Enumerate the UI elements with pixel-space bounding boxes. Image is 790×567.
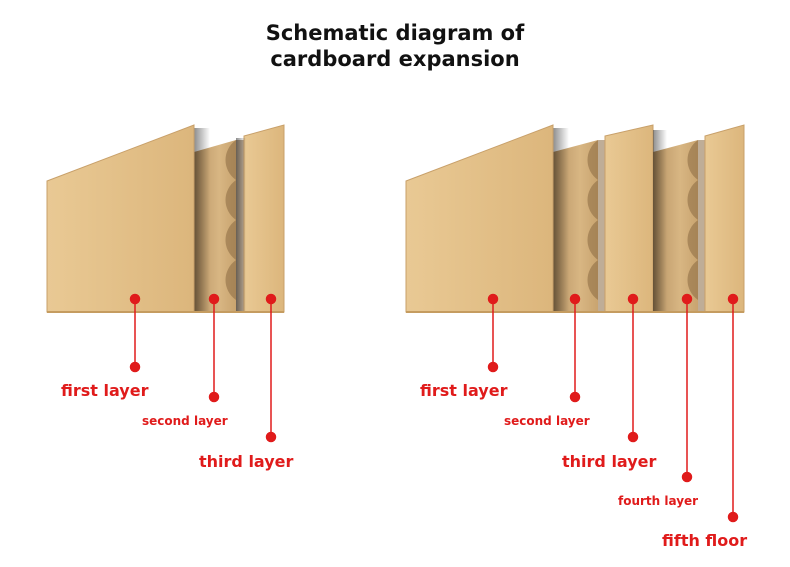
left-leader-lines xyxy=(129,293,277,443)
right-third-layer-board xyxy=(604,124,654,313)
right-fifth-layer-board xyxy=(704,124,745,313)
title-line-1: Schematic diagram of xyxy=(265,21,525,45)
right-label-second-layer: second layer xyxy=(504,414,590,428)
left-cardboard-diagram xyxy=(46,124,285,443)
left-label-second-layer: second layer xyxy=(142,414,228,428)
left-label-third-layer: third layer xyxy=(199,452,294,471)
right-layer-shadow-1 xyxy=(553,128,569,312)
left-label-first-layer: first layer xyxy=(61,381,149,400)
right-label-fourth-layer: fourth layer xyxy=(618,494,699,508)
right-cardboard-diagram xyxy=(405,124,745,523)
diagram-title: Schematic diagram of cardboard expansion xyxy=(0,20,790,72)
right-flute-waves-2 xyxy=(687,140,706,312)
right-label-fifth-floor: fifth floor xyxy=(662,531,748,550)
left-first-layer-board xyxy=(46,124,195,313)
title-line-2: cardboard expansion xyxy=(270,47,520,71)
left-layer-shadow xyxy=(194,128,210,312)
right-leader-lines xyxy=(487,293,739,523)
left-third-layer-shadow xyxy=(236,138,246,312)
right-label-first-layer: first layer xyxy=(420,381,508,400)
left-third-layer-board xyxy=(243,124,285,313)
right-flute-waves-1 xyxy=(587,140,606,312)
right-layer-shadow-2 xyxy=(653,130,667,312)
right-first-layer-board xyxy=(405,124,554,313)
right-label-third-layer: third layer xyxy=(562,452,657,471)
